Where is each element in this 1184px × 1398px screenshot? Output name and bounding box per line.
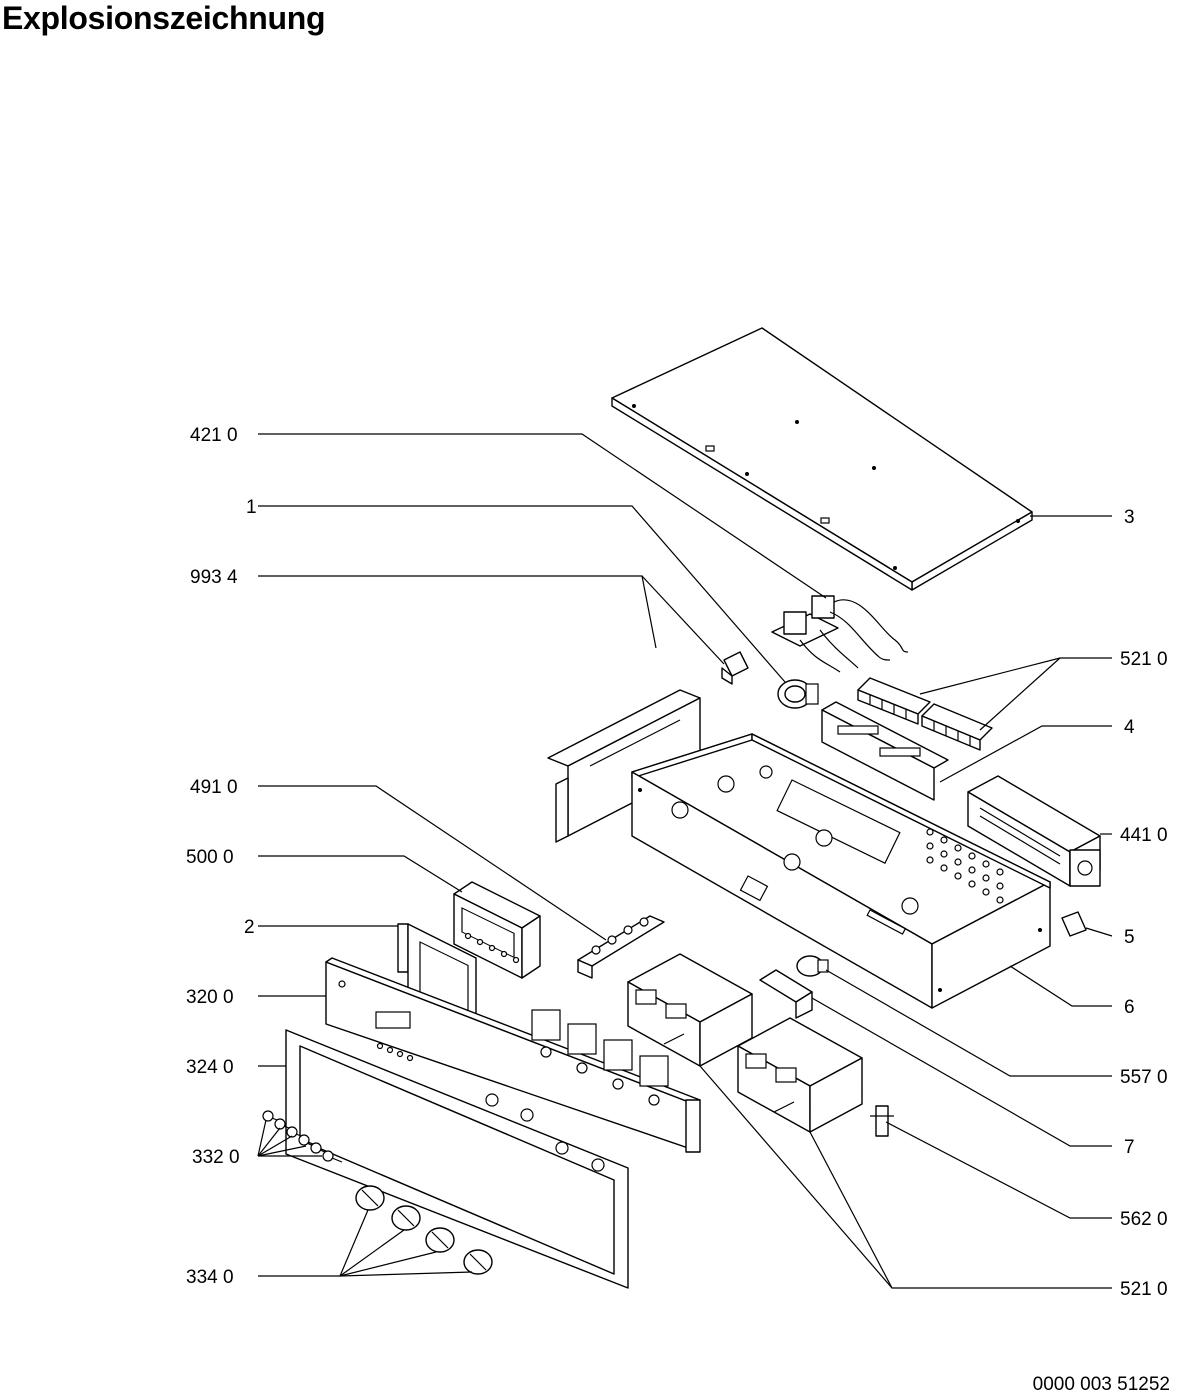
label-491: 491 0 xyxy=(190,777,238,798)
label-334: 334 0 xyxy=(186,1267,234,1288)
part-slotted-frame xyxy=(821,701,949,801)
part-screws xyxy=(262,1110,343,1163)
label-441: 441 0 xyxy=(1120,825,1168,846)
label-1: 1 xyxy=(246,497,257,518)
label-3: 3 xyxy=(1124,507,1135,528)
part-knobs xyxy=(355,1185,493,1275)
part-mounting-bracket xyxy=(547,651,749,843)
part-relay-box-1 xyxy=(627,953,753,1067)
labels-right: 3 521 0 4 441 0 5 6 557 0 7 562 0 521 0 xyxy=(1120,507,1168,1300)
label-500: 500 0 xyxy=(186,847,234,868)
part-terminal-blocks-upper xyxy=(857,677,993,751)
label-2: 2 xyxy=(244,917,255,938)
part-control-panel xyxy=(325,957,701,1153)
label-562: 562 0 xyxy=(1120,1209,1168,1230)
page-title: Explosionszeichnung xyxy=(2,0,326,36)
label-320: 320 0 xyxy=(186,987,234,1008)
label-521-upper: 521 0 xyxy=(1120,649,1168,670)
part-front-frame xyxy=(285,1029,629,1289)
label-993: 993 4 xyxy=(190,567,238,588)
part-housing-tray xyxy=(631,733,1051,1009)
part-transformer xyxy=(771,595,909,673)
label-421: 421 0 xyxy=(190,425,238,446)
labels-left: 421 0 1 993 4 491 0 500 0 2 320 0 324 0 … xyxy=(186,425,257,1288)
part-cable-gland xyxy=(777,679,819,709)
label-324: 324 0 xyxy=(186,1057,234,1078)
housing-vent-grid xyxy=(926,828,1004,904)
label-557: 557 0 xyxy=(1120,1067,1168,1088)
part-top-cover xyxy=(611,327,1033,591)
label-5: 5 xyxy=(1124,927,1135,948)
label-7: 7 xyxy=(1124,1137,1135,1158)
label-521-lower: 521 0 xyxy=(1120,1279,1168,1300)
part-small-bracket xyxy=(759,969,813,1019)
part-small-clip xyxy=(1061,911,1087,937)
leader-lines-left xyxy=(257,433,827,1277)
label-332: 332 0 xyxy=(192,1147,240,1168)
label-6: 6 xyxy=(1124,997,1135,1018)
part-connector xyxy=(870,1105,894,1137)
part-terminal-strip xyxy=(577,915,665,979)
leader-lines-right xyxy=(699,515,1113,1289)
part-thermostat xyxy=(796,955,829,977)
document-number: 0000 003 51252 xyxy=(1032,1374,1170,1395)
part-tangential-fan xyxy=(967,775,1101,887)
part-relay-box-2 xyxy=(737,1017,863,1133)
part-display-module xyxy=(453,881,541,979)
label-4: 4 xyxy=(1124,717,1135,738)
